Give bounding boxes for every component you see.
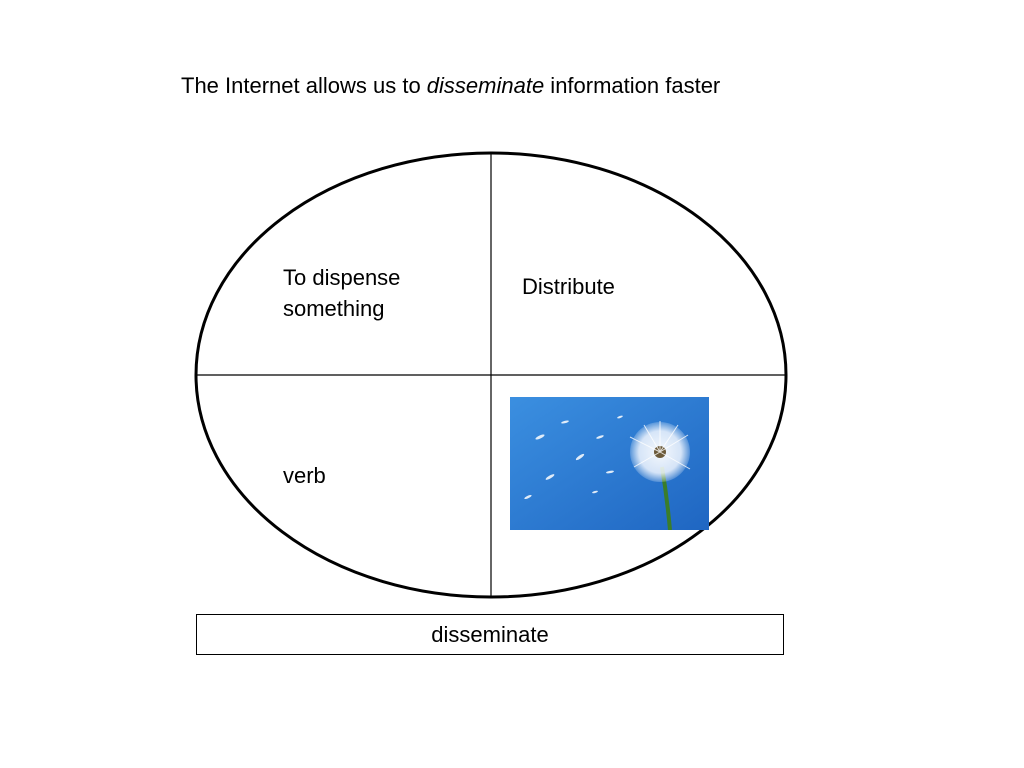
definition-line-1: To dispense <box>283 265 401 290</box>
sentence-emphasis: disseminate <box>426 73 545 98</box>
vocabulary-word: disseminate <box>431 621 549 647</box>
sentence-before: The Internet allows us to <box>181 73 427 98</box>
synonym-quadrant: Distribute <box>522 274 615 299</box>
vocabulary-word-box: disseminate <box>196 614 784 655</box>
definition-line-2: something <box>283 296 385 321</box>
part-of-speech-quadrant: verb <box>283 463 326 488</box>
definition-quadrant: To dispense something <box>283 262 400 324</box>
sentence-after: information faster <box>544 73 721 98</box>
dandelion-seeds-photo <box>510 397 709 530</box>
example-sentence: The Internet allows us to disseminate in… <box>181 72 720 100</box>
